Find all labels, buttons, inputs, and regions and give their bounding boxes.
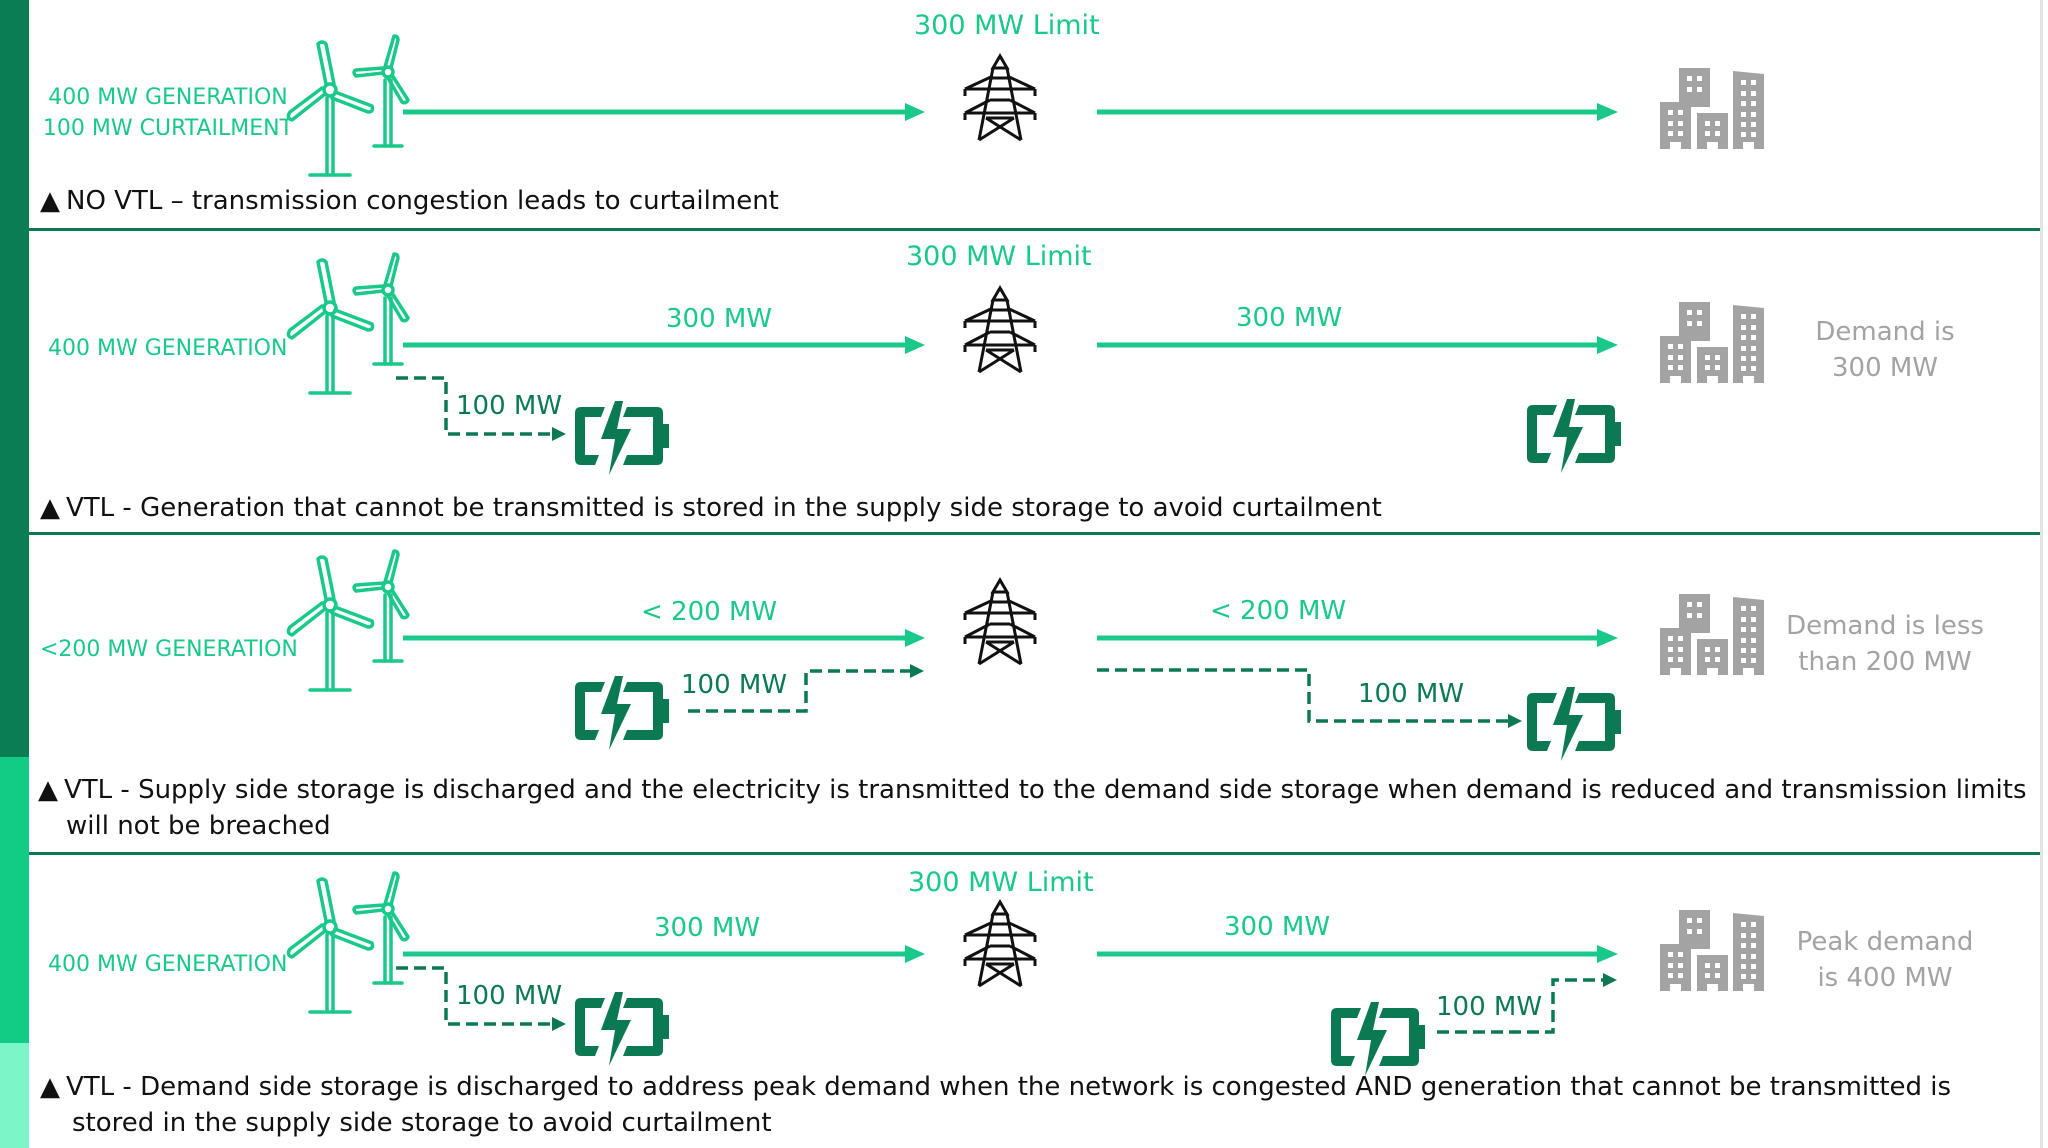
flow-arrow [1097, 945, 1618, 963]
limit-label: 300 MW Limit [914, 10, 1100, 41]
panel-divider [29, 228, 2040, 231]
storage-flow-arrow [688, 669, 912, 713]
city-buildings-icon [1660, 910, 1764, 991]
caption-text: VTL - Supply side storage is discharged … [64, 775, 2027, 805]
storage-flow-label: 100 MW [1358, 679, 1465, 709]
flow-arrow [1097, 103, 1618, 121]
demand-label: Demand is 300 MW [1790, 314, 1980, 386]
flow-arrow [1097, 629, 1618, 647]
caption-text-continued: stored in the supply side storage to avo… [72, 1108, 772, 1138]
battery-charging-icon [1331, 1002, 1425, 1076]
triangle-marker-icon: ▲ [40, 186, 60, 216]
demand-line: 300 MW [1831, 353, 1939, 383]
scenario-caption: ▲VTL - Supply side storage is discharged… [38, 772, 2028, 844]
wind-turbines-icon [286, 871, 410, 1014]
scenario-caption: ▲NO VTL – transmission congestion leads … [40, 183, 779, 219]
limit-label: 300 MW Limit [906, 241, 1092, 272]
panel-divider [29, 532, 2040, 535]
transmission-tower-icon [963, 286, 1037, 374]
storage-flow-label: 100 MW [456, 391, 563, 421]
storage-flow-label: 100 MW [681, 670, 788, 700]
arrowhead [910, 664, 924, 678]
flow-arrow [403, 103, 925, 121]
generation-line: 400 MW GENERATION [48, 85, 288, 110]
triangle-marker-icon: ▲ [40, 1072, 60, 1102]
demand-line: Demand is less [1786, 611, 1984, 641]
wind-turbines-icon [286, 549, 410, 692]
caption-text: VTL - Demand side storage is discharged … [66, 1072, 1952, 1102]
demand-line: than 200 MW [1798, 647, 1972, 677]
flow-label: 300 MW [1224, 912, 1331, 942]
accent-bar-mid [0, 757, 29, 1043]
arrowhead [552, 427, 566, 441]
flow-label: 300 MW [1236, 303, 1343, 333]
demand-line: is 400 MW [1817, 963, 1953, 993]
wind-turbines-icon [286, 34, 410, 177]
flow-label: < 200 MW [1210, 596, 1347, 626]
triangle-marker-icon: ▲ [40, 493, 60, 523]
scenario-caption: ▲VTL - Generation that cannot be transmi… [40, 490, 1382, 526]
scenario-caption: ▲VTL - Demand side storage is discharged… [40, 1069, 2030, 1141]
triangle-marker-icon: ▲ [38, 775, 58, 805]
arrowhead [1508, 714, 1522, 728]
battery-charging-icon [575, 992, 669, 1066]
storage-flow-arrow [396, 376, 555, 436]
storage-flow-arrow [1437, 978, 1605, 1034]
accent-bar-light [0, 1043, 29, 1148]
flow-arrow [403, 945, 925, 963]
transmission-tower-icon [963, 578, 1037, 666]
city-buildings-icon [1660, 68, 1764, 149]
wind-turbines-icon [286, 252, 410, 395]
flow-arrow [403, 336, 925, 354]
caption-text-continued: will not be breached [66, 811, 331, 841]
demand-label: Demand is less than 200 MW [1770, 608, 2000, 680]
battery-charging-icon [1527, 399, 1621, 473]
city-buildings-icon [1660, 302, 1764, 383]
panel-divider [29, 852, 2040, 855]
storage-flow-label: 100 MW [1436, 992, 1543, 1022]
generation-label: 400 MW GENERATION [48, 336, 288, 361]
demand-line: Peak demand [1796, 927, 1974, 957]
flow-label: 300 MW [654, 913, 761, 943]
generation-label: <200 MW GENERATION [40, 637, 298, 662]
battery-charging-icon [575, 676, 669, 750]
flow-label: < 200 MW [641, 597, 778, 627]
storage-flow-arrow [1097, 668, 1510, 723]
caption-text: VTL - Generation that cannot be transmit… [66, 493, 1382, 523]
caption-text: NO VTL – transmission congestion leads t… [66, 186, 779, 216]
battery-charging-icon [1527, 687, 1621, 761]
accent-bar-dark [0, 0, 29, 757]
storage-flow-label: 100 MW [456, 981, 563, 1011]
limit-label: 300 MW Limit [908, 867, 1094, 898]
curtailment-line: 100 MW CURTAILMENT [42, 116, 294, 141]
demand-line: Demand is [1815, 317, 1955, 347]
battery-charging-icon [575, 401, 669, 475]
arrowhead [1603, 973, 1617, 987]
generation-label: 400 MW GENERATION [48, 952, 288, 977]
arrowhead [552, 1017, 566, 1031]
flow-arrow [1097, 336, 1618, 354]
flow-label: 300 MW [666, 304, 773, 334]
demand-label: Peak demand is 400 MW [1790, 924, 1980, 996]
storage-flow-arrow [396, 966, 555, 1026]
transmission-tower-icon [963, 900, 1037, 988]
flow-arrow [403, 629, 925, 647]
city-buildings-icon [1660, 594, 1764, 675]
transmission-tower-icon [963, 54, 1037, 142]
generation-label: 400 MW GENERATION 100 MW CURTAILMENT [34, 82, 302, 144]
right-border [2040, 0, 2043, 1148]
